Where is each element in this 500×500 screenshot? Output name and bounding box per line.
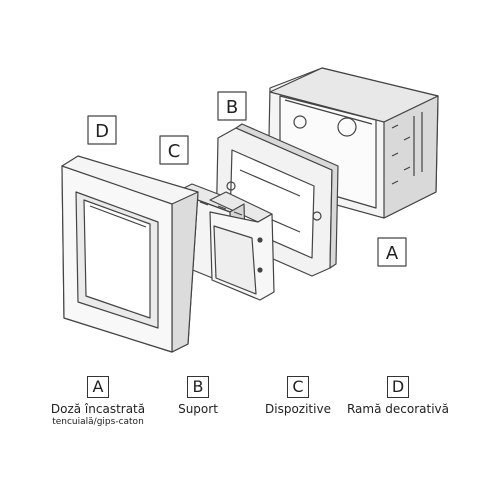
legend-letter-box: D: [387, 376, 409, 398]
devices-part: [175, 183, 275, 301]
legend-text: Suport: [178, 402, 218, 416]
label-box-c: [159, 135, 189, 165]
legend-item-a: A Doză încastrată tencuială/gips-caton: [38, 376, 158, 428]
legend-item-b: B Suport: [138, 376, 258, 416]
label-c: C: [168, 141, 181, 162]
legend-letter-box: B: [187, 376, 209, 398]
legend-item-c: C Dispozitive: [238, 376, 358, 416]
label-b: B: [226, 97, 238, 118]
label-box-d: [87, 115, 117, 145]
legend-item-d: D Ramă decorativă: [338, 376, 458, 416]
label-d: D: [95, 121, 109, 142]
label-a: A: [386, 243, 399, 264]
decorative-frame-part: [61, 155, 199, 353]
legend-text: Dispozitive: [265, 402, 331, 416]
legend-letter-box: A: [87, 376, 109, 398]
legend-text: Ramă decorativă: [346, 402, 449, 416]
legend-subtext: tencuială/gips-caton: [52, 417, 144, 427]
legend-letter-box: C: [287, 376, 309, 398]
label-box-a: [377, 237, 407, 267]
label-box-b: [217, 91, 247, 121]
legend-text: Doză încastrată: [50, 402, 146, 416]
